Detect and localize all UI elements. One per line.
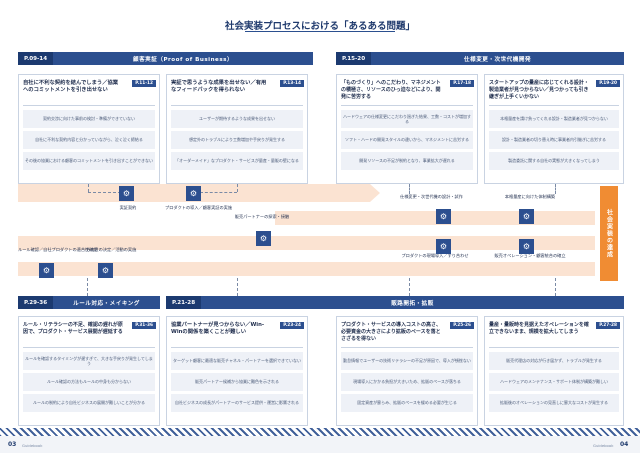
flow-band-2 [275, 211, 595, 225]
footer-pattern [0, 428, 640, 437]
card-item: 開発リソースの不足が制約となり、事業拡大が遅れる [341, 152, 473, 170]
flow-arrow [370, 184, 380, 202]
section-head-poc: P.09-14 顧客実証（Proof of Business） [18, 52, 313, 65]
section-title: 仕様変更・次世代機開発 [464, 56, 532, 63]
card-item: ルールの制約により自社ビジネスの展開が難しいことが分かる [23, 394, 155, 412]
problem-card-7: プロダクト・サービスの導入コストの高さ、必要資金の大きさにより拡販のペースを落と… [336, 316, 478, 426]
section-title: 販路開拓・拡販 [391, 300, 434, 307]
card-title: 自社に不利な契約を結んでしまう／協業へのコミットメントを引き出せない [23, 80, 119, 94]
problem-card-1: 自社に不利な契約を結んでしまう／協業へのコミットメントを引き出せない P.11-… [18, 74, 160, 184]
page-tag: P.13-14 [280, 80, 304, 87]
node-label: 方向性の決定／活動の実施 [86, 247, 137, 252]
gear-person-icon: ⚙ [98, 263, 113, 278]
card-item: ソフト・ハードの開発スタイルの違いから、マネジメントに苦労する [341, 131, 473, 149]
node-label: 販売オペレーション・顧客統合の確立 [494, 253, 566, 258]
card-item: 固定資産が膨らみ、拡販のペースを緩める必要が生じる [341, 394, 473, 412]
node-label: ルール確認／自社プロダクトの適合性確認 [18, 247, 98, 252]
card-item: その後の協業における顧客のコミットメントを引き出すことができない [23, 152, 155, 170]
card-item: 販売代理店の対応が行き届かず、トラブルが発生する [489, 352, 619, 370]
card-item: 設計・製造業者の切り替え時に事業者内引継ぎに苦労する [489, 131, 619, 149]
footer-label-left: Guidebook [22, 443, 43, 448]
problem-card-3: 「ものづくり」へのこだわり、マネジメントの積極さ、リソースのひっ迫などにより、開… [336, 74, 478, 184]
card-title: プロダクト・サービスの導入コストの高さ、必要資金の大きさにより拡販のペースを落と… [341, 322, 442, 342]
page-tag: P.25-26 [450, 322, 474, 329]
problem-card-4: スタートアップの量産に応じてくれる設計・製造業者が見つからない／見つかっても引き… [484, 74, 624, 184]
card-item: 自社ビジネスの成長がパートナーのサービス提供・運営に影響される [171, 394, 303, 412]
section-title: 顧客実証（Proof of Business） [132, 56, 234, 63]
section-title: ルール対応・メイキング [73, 300, 140, 307]
node-label: 販売パートナーの探索・接触 [234, 214, 290, 219]
card-title: 協業パートナーが見つからない／Win-Winの関係を築くことが難しい [171, 322, 265, 336]
footer-label-right: Guidebook [593, 443, 614, 448]
gear-person-icon: ⚙ [519, 239, 534, 254]
node-label: プロダクトの導入／顧客実証の実施 [165, 205, 233, 210]
card-title: 実証で思うような成果を出せない／有用なフィードバックを得られない [171, 80, 267, 94]
card-item: ユーザーが期待するような成果を出せない [171, 110, 303, 128]
section-code: P.29-36 [18, 296, 54, 309]
title-underline [245, 31, 395, 32]
card-item: ルールを確認するタイミングが遅すぎて、大きな手戻りが発生してしまう [23, 352, 155, 370]
section-head-change: P.15-20 仕様変更・次世代機開発 [336, 52, 624, 65]
section-code: P.15-20 [336, 52, 372, 65]
page-tag: P.31-36 [132, 322, 156, 329]
card-title: スタートアップの量産に応じてくれる設計・製造業者が見つからない／見つかっても引き… [489, 80, 589, 100]
card-title: ルール・リテラシーの不足、確認の遅れが原因で、プロダクト・サービス展開が遅延する [23, 322, 123, 335]
page-number-right: 04 [620, 441, 629, 448]
node-label: プロダクトの現場導入／すり合わせ [401, 253, 469, 258]
goal-bar: 社会実装の達成 [600, 186, 618, 281]
page-tag: P.19-20 [596, 80, 620, 87]
problem-card-6: 協業パートナーが見つからない／Win-Winの関係を築くことが難しい P.23-… [166, 316, 308, 426]
page-tag: P.23-24 [280, 322, 304, 329]
page-title: 社会実装プロセスにおける「あるある問題」 [224, 21, 415, 32]
section-head-sales: P.21-28 販路開拓・拡販 [166, 296, 624, 309]
page-tag: P.11-12 [132, 80, 156, 87]
card-item: ハードウェアのメンテナンス・サポート体制が構築が難しい [489, 373, 619, 391]
gear-person-icon: ⚙ [436, 239, 451, 254]
card-item: 自社に不利な契約内容と分かっていながら、泣く泣く締結る [23, 131, 155, 149]
card-item: 「オーダーメイド」なプロダクト・サービスが量産・量販の壁になる [171, 152, 303, 170]
gear-person-icon: ⚙ [256, 231, 271, 246]
card-item: 製造委託に関する自社の実態が大きくなってしまう [489, 152, 619, 170]
gear-person-icon: ⚙ [519, 209, 534, 224]
section-head-rule: P.29-36 ルール対応・メイキング [18, 296, 160, 309]
card-item: ハードウェアの仕様変更にこだわり過ぎた結果、工数・コストが増加する [341, 110, 473, 128]
problem-card-2: 実証で思うような成果を出せない／有用なフィードバックを得られない P.13-14… [166, 74, 308, 184]
card-item: 想定外のトラブルにより工数増加や手戻りが発生する [171, 131, 303, 149]
card-item: 契約交渉に向けた事前の検討・準備ができていない [23, 110, 155, 128]
card-title: 量産・量販時を見据えたオペレーションを確立できないまま、規模を拡大してしまう [489, 322, 589, 335]
problem-card-8: 量産・量販時を見据えたオペレーションを確立できないまま、規模を拡大してしまう P… [484, 316, 624, 426]
card-item: 販売パートナー候補から協業に難色を示される [171, 373, 303, 391]
problem-card-5: ルール・リテラシーの不足、確認の遅れが原因で、プロダクト・サービス展開が遅延する… [18, 316, 160, 426]
gear-person-icon: ⚙ [436, 209, 451, 224]
card-title: 「ものづくり」へのこだわり、マネジメントの積極さ、リソースのひっ迫などにより、開… [341, 80, 441, 100]
gear-person-icon: ⚙ [186, 186, 201, 201]
card-item: 拡販後のオペレーションの見直しに膨大なコストが発生する [489, 394, 619, 412]
section-code: P.21-28 [166, 296, 202, 309]
card-item: 現場導入にかかる負担が大きいため、拡販のペースが落ちる [341, 373, 473, 391]
flow-band-4 [18, 262, 595, 276]
page-number-left: 03 [8, 441, 17, 448]
footer [0, 436, 640, 453]
node-label: 本格量産に向けた体制構築 [504, 194, 556, 199]
page-tag: P.17-18 [450, 80, 474, 87]
card-item: ルール確認の方法もルールの中身も分からない [23, 373, 155, 391]
card-item: 本格量産を請け負ってくれる設計・製造業者が見つからない [489, 110, 619, 128]
gear-person-icon: ⚙ [119, 186, 134, 201]
gear-person-icon: ⚙ [39, 263, 54, 278]
section-code: P.09-14 [18, 52, 54, 65]
node-label: 実証契約 [119, 205, 137, 210]
page-tag: P.27-28 [596, 322, 620, 329]
card-item: 勤怠情報でユーザーの技術リテラシーの不足が原因で、導入が頓挫ない [341, 352, 473, 370]
node-label: 仕様変更・次世代機の設計・試作 [400, 194, 463, 199]
card-item: ターゲット顧客に最適な販売チャネル・パートナーを選択できていない [171, 352, 303, 370]
